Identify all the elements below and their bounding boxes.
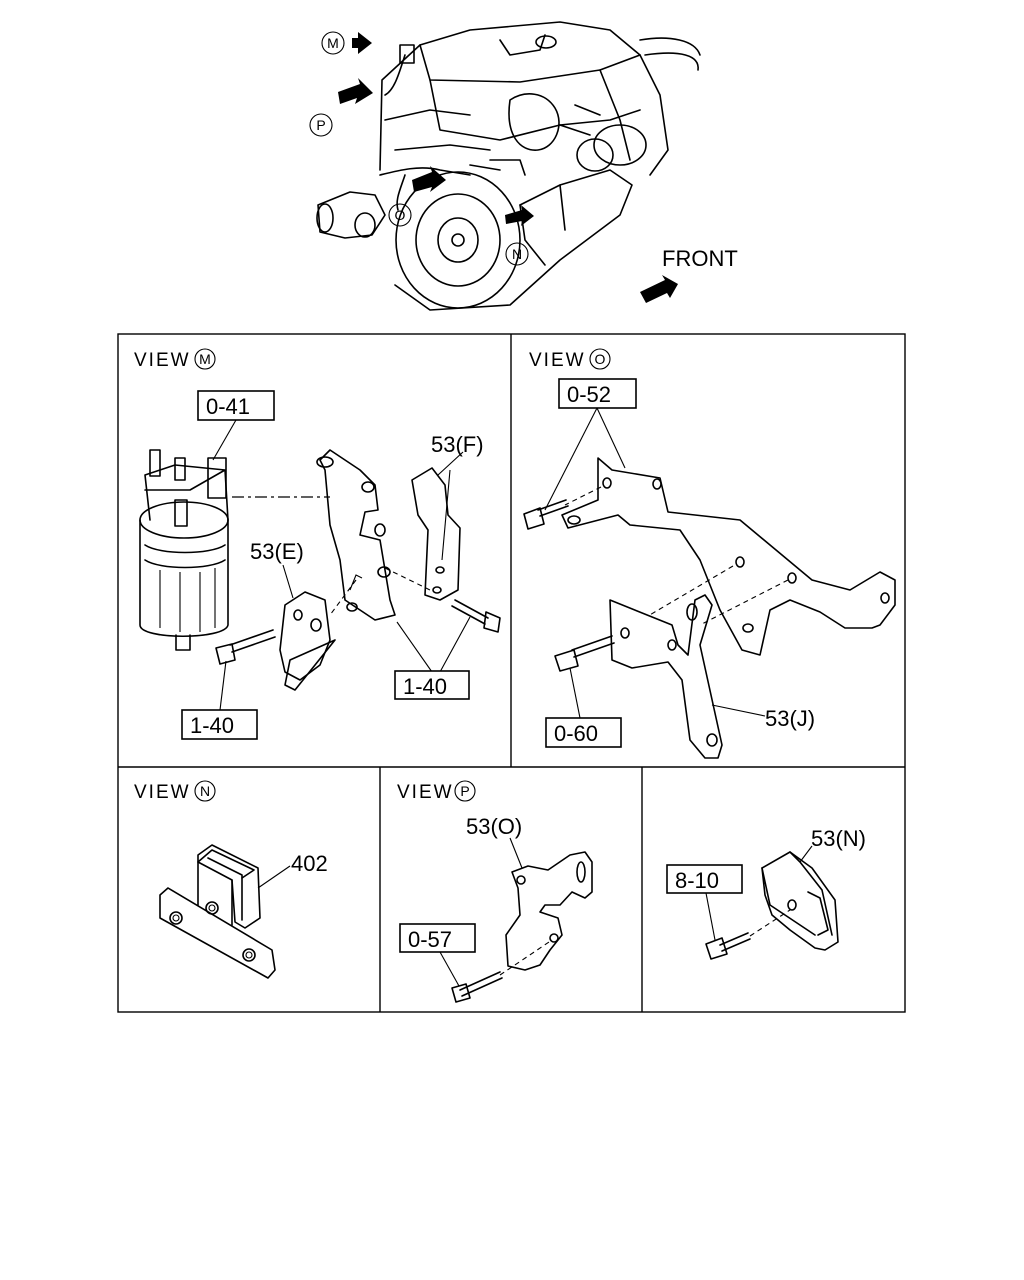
callout-53n: 53(N) (811, 826, 866, 851)
panel-view-o: VIEW O 0-52 0-60 53(J (523, 348, 896, 759)
view-o-title: VIEW (529, 350, 586, 371)
callout-402: 402 (291, 851, 328, 876)
panel-53n: 53(N) 8-10 (666, 826, 866, 960)
panel-frames (117, 333, 906, 1013)
view-n-title: VIEW (134, 782, 191, 803)
panel-view-p: VIEW P 53(O) 0-57 (397, 780, 593, 1003)
view-p-title: VIEW (397, 782, 454, 803)
callout-1-40-right: 1-40 (403, 674, 447, 699)
callout-53j: 53(J) (765, 706, 815, 731)
callout-53e: 53(E) (250, 539, 304, 564)
callout-0-52: 0-52 (567, 382, 611, 407)
panel-view-m: VIEW M (134, 348, 501, 740)
front-label: FRONT (662, 246, 738, 271)
view-o-marker: O (595, 351, 606, 367)
view-m-marker: M (199, 351, 211, 367)
callout-8-10: 8-10 (675, 868, 719, 893)
engine-overview: M P O N FRONT (309, 21, 738, 311)
panel-view-n: VIEW N 402 (134, 780, 328, 979)
view-p-marker: P (460, 783, 469, 799)
marker-o-overview: O (395, 207, 406, 223)
callout-0-41: 0-41 (206, 394, 250, 419)
marker-n-overview: N (512, 246, 522, 262)
marker-m-overview: M (327, 35, 339, 51)
callout-0-57: 0-57 (408, 927, 452, 952)
view-n-marker: N (200, 783, 210, 799)
callout-0-60: 0-60 (554, 721, 598, 746)
callout-53o: 53(O) (466, 814, 522, 839)
callout-53f: 53(F) (431, 432, 484, 457)
marker-p-overview: P (316, 117, 325, 133)
view-m-title: VIEW (134, 350, 191, 371)
callout-1-40-left: 1-40 (190, 713, 234, 738)
